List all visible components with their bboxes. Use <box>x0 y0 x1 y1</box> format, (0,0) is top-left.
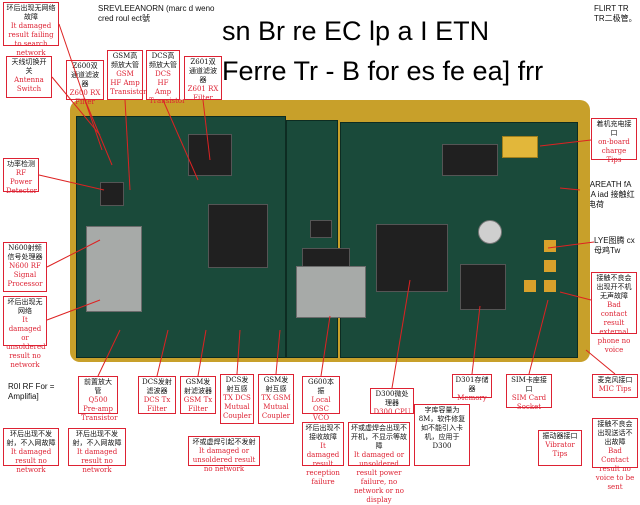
note-ir-area: IR AREATH fA FRA iad 接触红色电荷 <box>580 180 640 210</box>
dcs-hf-amp-label: DCS高频放大管 DCS HF Amp Transistor <box>146 50 186 105</box>
sim-pad-4 <box>524 280 536 292</box>
pa-chip <box>188 134 232 176</box>
n600-label: N600射频信号处理器 N600 RF Signal Processor <box>3 242 47 292</box>
gsm-coupler-label: GSM发射互感 TX GSM Mutual Coupler <box>258 374 294 424</box>
mic-tips-label: 麦克风接口 MIC Tips <box>592 374 638 398</box>
pcb-board <box>70 100 590 362</box>
z601-label: Z601双通道滤波器 Z601 RX Filter <box>184 56 222 102</box>
vco-chip <box>296 266 366 318</box>
memory-chip <box>460 264 506 310</box>
sim-pad-3 <box>544 280 556 292</box>
charge-pad <box>502 136 538 158</box>
rf-power-detector-label: 功率检测 RF Power Detector <box>3 158 39 195</box>
memory-label: D301存储器 Memory <box>452 374 492 402</box>
pcb-middle-section <box>286 120 338 358</box>
gsm-tx-filter-label: GSM发射滤波器 GSM Tx Filter <box>180 376 216 414</box>
small-chip-a <box>100 182 124 206</box>
note-top-center: SREVLEEANORN (marc d weno cred roul ect號 <box>98 4 220 24</box>
note-r0i: R0I RF For = Amplifia] <box>8 382 66 402</box>
z600-label: Z600双通道滤波器 Z600 RX Filter <box>66 60 104 106</box>
q500-label: 前置放大管 Q500 Pre-amp Transistor <box>78 376 118 422</box>
small-chip-b <box>310 220 332 238</box>
dcs-coupler-label: DCS发射互感 TX DCS Mutual Coupler <box>220 374 254 424</box>
gsm-hf-amp-label: GSM高频放大管 GSM HF Amp Transistor <box>107 50 147 100</box>
n600-chip <box>208 204 268 268</box>
dcs-tx-filter-label: DCS发射滤波器 DCS Tx Filter <box>138 376 176 414</box>
charge-tips-label: 着机充电接口 on-board charge Tips <box>591 118 637 164</box>
antenna-switch-label: 天线切换开关 Antenna Switch <box>6 56 52 98</box>
sim-pad-2 <box>544 260 556 272</box>
title-line-2: Ferre Tr - B for es fe ea] frr <box>222 56 544 86</box>
note-top-right: FLIRT TR TR二极管。 <box>594 4 640 24</box>
audio-chip <box>442 144 498 176</box>
bottom-fault-2-label: 环后出现不发射，不入网故障 It damaged result no netwo… <box>68 428 126 474</box>
vco-label: G600本振 Local OSC VCO <box>302 376 340 422</box>
cpu-chip <box>376 224 448 292</box>
mic-fault-label: 接触不良会出现送话不出故障 Bad Contact result no voic… <box>592 418 638 491</box>
title-line-1: sn Br re EC lp a I ETN <box>222 16 490 46</box>
sim-pad-1 <box>544 240 556 252</box>
cpu-label: D300微处理器 D300 CPU <box>370 388 414 416</box>
battery-contact <box>478 220 502 244</box>
n600-fault-label: 坏后出现无网络 It damaged or unsoldered result … <box>3 296 47 369</box>
contact-fault-label: 接触不良会出现开不机无声故障 Bad contact result extern… <box>591 272 637 354</box>
rf-shield-can <box>86 226 142 312</box>
sim-socket-label: SIM卡座接口 SIM Card Socket <box>506 374 552 411</box>
tx-fault-label: 坏或虚焊引起不发射 It damaged or unsoldered resul… <box>188 436 260 473</box>
top-left-fault-label: 环后出现无网络故障 It damaged result failing to s… <box>3 2 59 57</box>
vco-fault-label: 坏后出现不接收故障 It damaged result reception fa… <box>302 422 344 486</box>
cpu-fault-label: 坏或虚焊会出现不开机，不显示等故障 It damaged or unsolder… <box>348 422 410 504</box>
note-lye: LYE图腾 cx母鸡Tw <box>594 236 640 256</box>
vibrator-label: 振动器接口 Vibrator Tips <box>538 430 582 466</box>
memory-fault-label: 字库容量为8M，软件修复如不能引入卡机，应用于D300 <box>414 404 470 466</box>
bottom-fault-1-label: 环后出现不发射，不入网故障 It damaged result no netwo… <box>3 428 59 474</box>
